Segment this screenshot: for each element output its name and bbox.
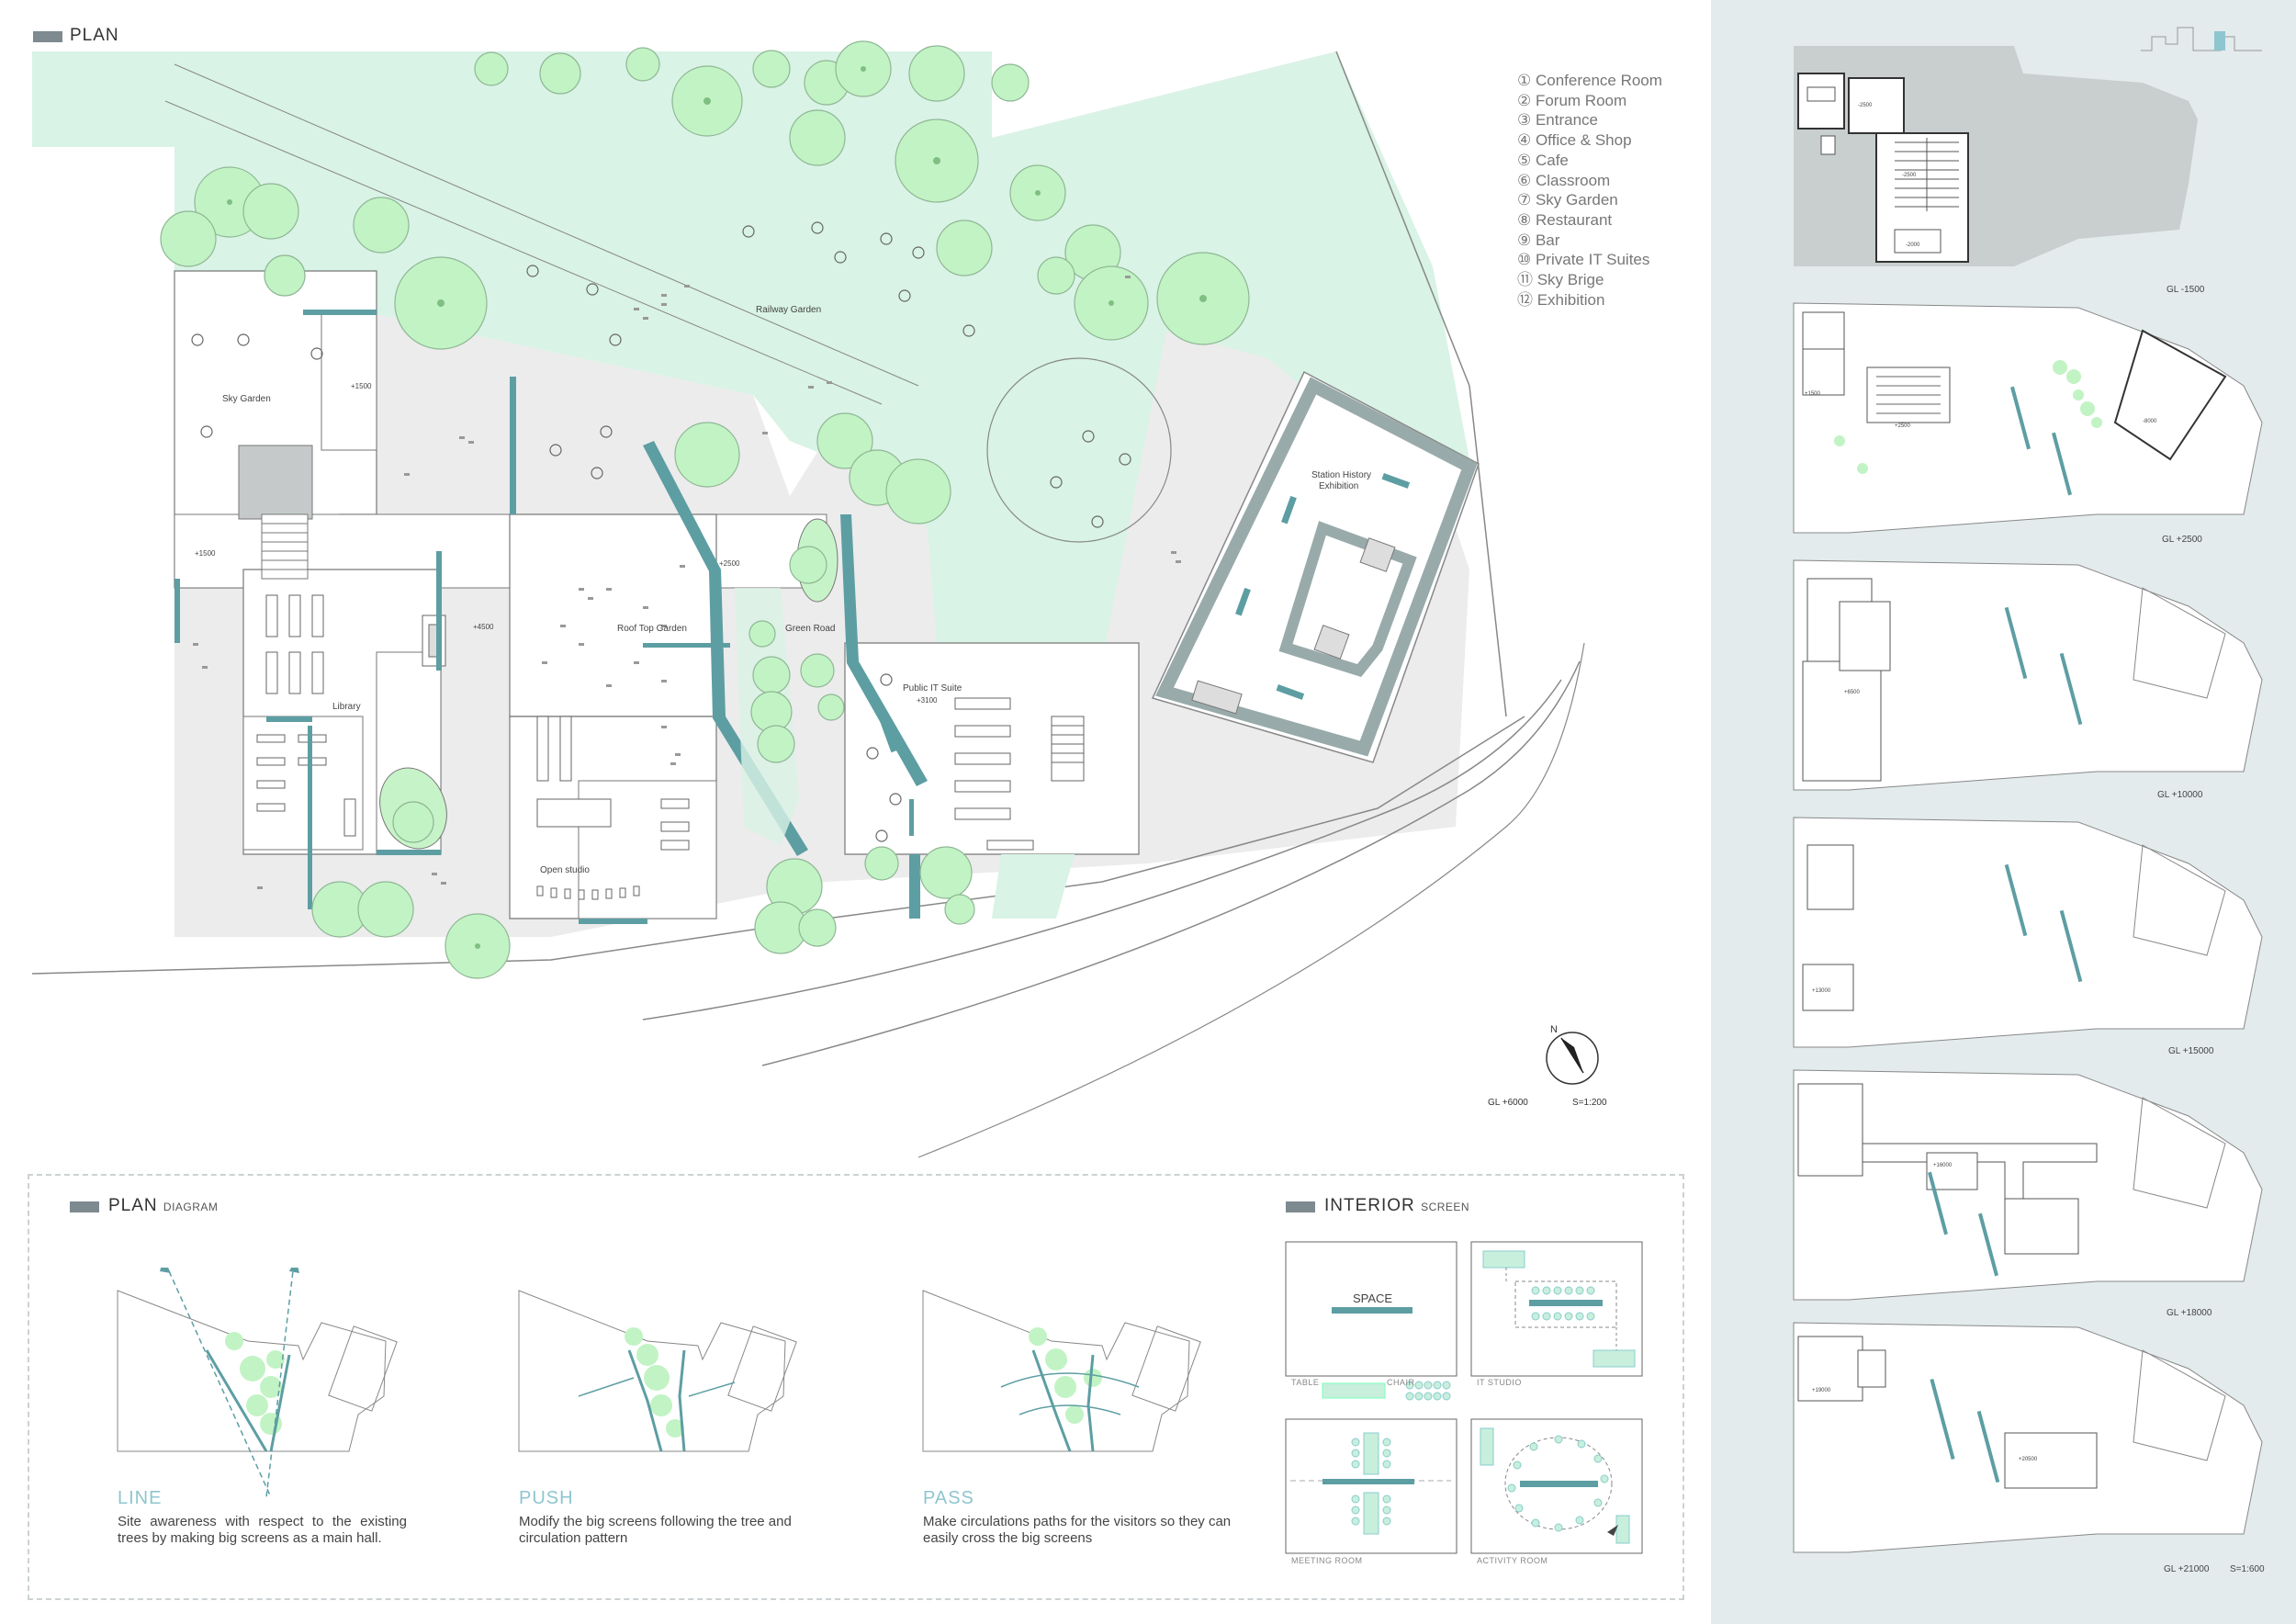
legend-item: ⑨ Bar: [1517, 231, 1560, 249]
level-plans-panel: -2500 -2500 -2000 +1500 +2500 -8000: [1711, 0, 2296, 1624]
level-plan-gl-21000: +19000 +20500: [1793, 1322, 2263, 1553]
interior-activity-room-label: ACTIVITY ROOM: [1477, 1556, 1548, 1565]
interior-header-sub: SCREEN: [1421, 1201, 1470, 1213]
diagram-line-sketch: [117, 1268, 398, 1498]
interior-header: INTERIOR SCREEN: [1324, 1196, 1469, 1216]
level-label-gl-1500: GL -1500: [2167, 285, 2205, 295]
svg-text:-8000: -8000: [2143, 419, 2157, 424]
diagram-sketches: [117, 1268, 1201, 1498]
diagram-header-sub: DIAGRAM: [163, 1201, 219, 1213]
interior-header-text: INTERIOR: [1324, 1196, 1415, 1215]
diagram-pass-text: Make circulations paths for the visitors…: [923, 1514, 1232, 1546]
level-plan-gl-15000: +13000: [1793, 817, 2263, 1048]
legend-item: ② Forum Room: [1517, 91, 1627, 109]
label-level-1500a: +1500: [351, 382, 372, 390]
interior-chair-label: CHAIR: [1387, 1378, 1415, 1387]
level-label-gl-2500: GL +2500: [2162, 535, 2202, 545]
interior-table-label: TABLE: [1291, 1378, 1320, 1387]
diagram-push-sketch: [518, 1290, 797, 1452]
level-plan-gl-18000: +16000: [1793, 1069, 2263, 1301]
label-station-history: Station History: [1311, 470, 1371, 480]
label-library: Library: [332, 702, 361, 712]
svg-text:-2500: -2500: [1858, 103, 1873, 108]
legend-item: ④ Office & Shop: [1517, 131, 1632, 150]
legend-item: ⑩ Private IT Suites: [1517, 251, 1650, 269]
levels-scale-label: S=1:600: [2230, 1564, 2265, 1574]
label-roof-top-garden: Roof Top Garden: [617, 624, 687, 634]
plan-header-bar: [33, 31, 62, 42]
diagram-push-title: PUSH: [519, 1488, 574, 1508]
svg-text:+2500: +2500: [1895, 423, 1911, 429]
site-plan: Railway Garden Sky Garden Library Roof T…: [31, 40, 1607, 1158]
svg-text:+16000: +16000: [1933, 1163, 1953, 1168]
svg-text:+6500: +6500: [1844, 690, 1861, 695]
label-exhibition: Exhibition: [1319, 481, 1358, 491]
diagram-line-title: LINE: [118, 1488, 163, 1508]
label-level-2500: +2500: [719, 559, 740, 568]
label-railway-garden: Railway Garden: [756, 305, 821, 315]
level-label-gl-15000: GL +15000: [2168, 1046, 2214, 1056]
label-level-3100: +3100: [917, 696, 938, 705]
skyline-icon: [2141, 27, 2262, 51]
interior-meeting-room-label: MEETING ROOM: [1291, 1556, 1363, 1565]
svg-text:+13000: +13000: [1812, 988, 1831, 994]
legend-item: ⑦ Sky Garden: [1517, 191, 1618, 209]
legend-item: ⑤ Cafe: [1517, 151, 1569, 169]
label-level-4500: +4500: [473, 623, 494, 631]
interior-header-bar: [1286, 1201, 1315, 1212]
legend-item: ⑥ Classroom: [1517, 171, 1611, 189]
room-legend: ① Conference Room ② Forum Room ③ Entranc…: [1517, 71, 1662, 310]
legend-item: ⑧ Restaurant: [1517, 210, 1613, 229]
diagram-push-text: Modify the big screens following the tre…: [519, 1514, 792, 1546]
interior-space-label: SPACE: [1353, 1291, 1392, 1305]
diagram-line-text: Site awareness with respect to the exist…: [118, 1514, 407, 1546]
level-plans: -2500 -2500 -2000 +1500 +2500 -8000: [1793, 27, 2263, 1553]
plan-level-label: GL +6000: [1488, 1098, 1528, 1108]
plan-scale-label: S=1:200: [1572, 1098, 1607, 1108]
level-plan-gl-1500: -2500 -2500 -2000: [1794, 46, 2198, 266]
diagram-pass-title: PASS: [923, 1488, 974, 1508]
level-label-gl-10000: GL +10000: [2157, 790, 2203, 800]
svg-text:+20500: +20500: [2019, 1457, 2038, 1462]
label-level-1500b: +1500: [195, 549, 216, 558]
label-sky-garden: Sky Garden: [222, 394, 271, 404]
level-plan-gl-10000: +6500: [1793, 559, 2263, 791]
diagram-header-bar: [70, 1201, 99, 1212]
level-label-gl-21000: GL +21000: [2164, 1564, 2210, 1574]
svg-text:+19000: +19000: [1812, 1388, 1831, 1393]
diagram-pass-sketch: [922, 1290, 1201, 1452]
level-label-gl-18000: GL +18000: [2167, 1308, 2212, 1318]
level-plan-gl-2500: +1500 +2500 -8000: [1793, 302, 2263, 534]
interior-it-studio-label: IT STUDIO: [1477, 1378, 1522, 1387]
diagram-header: PLAN DIAGRAM: [108, 1196, 218, 1216]
legend-item: ⑫ Exhibition: [1517, 290, 1605, 309]
compass-label: N: [1550, 1024, 1558, 1035]
legend-item: ⑪ Sky Brige: [1517, 271, 1604, 289]
diagram-box: [28, 1174, 1684, 1600]
diagram-header-text: PLAN: [108, 1196, 158, 1215]
legend-item: ③ Entrance: [1517, 111, 1599, 130]
svg-text:-2000: -2000: [1906, 242, 1920, 248]
svg-text:+1500: +1500: [1805, 391, 1821, 397]
interior-diagrams: SPACE: [1285, 1241, 1643, 1554]
north-arrow-icon: N: [1546, 1024, 1599, 1085]
plan-header: PLAN: [70, 26, 119, 45]
label-public-it-suite: Public IT Suite: [903, 683, 962, 694]
label-open-studio: Open studio: [540, 865, 590, 875]
label-green-road: Green Road: [785, 624, 835, 634]
legend-item: ① Conference Room: [1517, 72, 1662, 89]
svg-text:-2500: -2500: [1902, 173, 1917, 178]
